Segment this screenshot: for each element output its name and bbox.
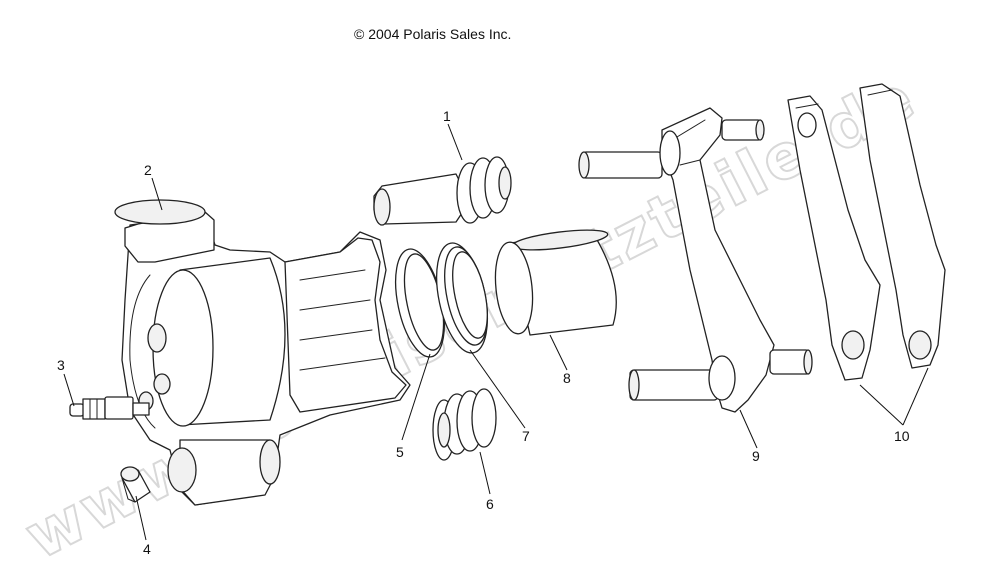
piston [494, 229, 617, 336]
brake-pad-outer [859, 83, 946, 369]
callout-2: 2 [144, 162, 152, 178]
copyright-text: © 2004 Polaris Sales Inc. [354, 26, 511, 42]
callout-3: 3 [57, 357, 65, 373]
callout-6: 6 [486, 496, 494, 512]
caliper-body [114, 199, 411, 506]
dust-seal-7 [436, 242, 488, 354]
callout-leaders [63, 123, 929, 541]
callout-labels: 1 2 3 4 5 6 7 8 9 10 [57, 108, 910, 557]
boot-6 [432, 388, 497, 461]
callout-7: 7 [522, 428, 530, 444]
bleeder-screw [69, 396, 150, 420]
pin-sleeve [120, 466, 151, 503]
callout-4: 4 [143, 541, 151, 557]
brake-pad-inner [787, 95, 881, 381]
callout-5: 5 [396, 444, 404, 460]
callout-10: 10 [894, 428, 910, 444]
caliper-bracket [578, 107, 813, 413]
callout-9: 9 [752, 448, 760, 464]
pin-with-boot [373, 156, 512, 226]
piston-seal-5 [394, 248, 446, 358]
callout-8: 8 [563, 370, 571, 386]
callout-1: 1 [443, 108, 451, 124]
